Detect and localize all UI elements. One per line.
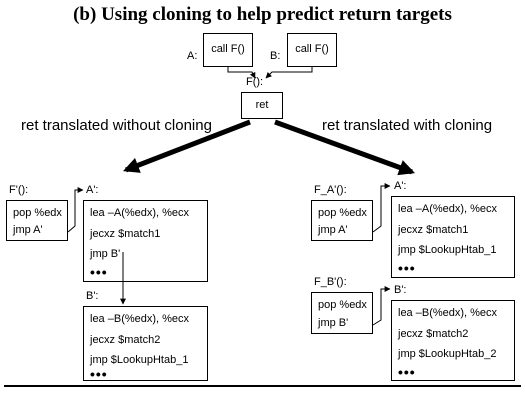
code-line: jmp $LookupHtab_1 xyxy=(90,354,189,366)
label-b-prime-right: B': xyxy=(394,284,407,296)
ellipsis: ••• xyxy=(398,260,416,276)
code-line: jecxz $match2 xyxy=(90,334,161,346)
call-text-b: call F() xyxy=(295,43,329,55)
footer-rule xyxy=(4,385,521,387)
label-f: F(): xyxy=(246,76,264,88)
call-text-a: call F() xyxy=(211,43,245,55)
b-prime-box-right: lea –B(%edx), %ecx jecxz $match2 jmp $Lo… xyxy=(391,300,515,381)
label-f-prime: F'(): xyxy=(9,184,29,196)
ret-text: ret xyxy=(255,99,269,111)
arrow-ret-to-right xyxy=(274,119,416,176)
b-prime-box-left: lea –B(%edx), %ecx jecxz $match2 jmp $Lo… xyxy=(83,306,208,381)
label-b-prime-left: B': xyxy=(86,290,99,302)
code-line: lea –A(%edx), %ecx xyxy=(398,203,498,215)
code-line: jmp B' xyxy=(90,248,121,260)
code-line: pop %edx xyxy=(318,299,367,311)
ellipsis: ••• xyxy=(398,364,416,380)
arrow-fa-to-a-prime xyxy=(372,183,391,233)
arrow-ret-to-left xyxy=(123,119,251,173)
label-b: B: xyxy=(270,50,281,62)
label-fa: F_A'(): xyxy=(314,184,347,196)
arrow-b-to-f xyxy=(265,67,313,79)
arrow-fb-to-b-prime xyxy=(372,286,391,326)
code-line: jmp B' xyxy=(318,317,349,329)
heading-with-cloning: ret translated with cloning xyxy=(322,117,493,134)
label-a-prime-left: A': xyxy=(86,184,99,196)
code-line: jecxz $match1 xyxy=(398,224,469,236)
fb-box: pop %edx jmp B' xyxy=(311,292,373,334)
f-prime-box: pop %edx jmp A' xyxy=(6,200,68,241)
a-prime-box-right: lea –A(%edx), %ecx jecxz $match1 jmp $Lo… xyxy=(391,196,515,278)
code-line: jecxz $match1 xyxy=(90,228,161,240)
arrow-a-to-f xyxy=(227,67,256,79)
a-prime-box-left: lea –A(%edx), %ecx jecxz $match1 jmp B' … xyxy=(83,200,208,282)
label-a: A: xyxy=(187,50,198,62)
call-box-a: call F() xyxy=(203,33,253,67)
code-line: pop %edx xyxy=(318,207,367,219)
code-line: jmp $LookupHtab_2 xyxy=(398,348,497,360)
code-line: jmp A' xyxy=(318,224,348,236)
code-line: lea –A(%edx), %ecx xyxy=(90,207,190,219)
arrow-f-prime-to-a-prime xyxy=(67,187,84,233)
call-box-b: call F() xyxy=(287,33,337,67)
ellipsis: ••• xyxy=(90,366,108,382)
heading-without-cloning: ret translated without cloning xyxy=(21,117,212,134)
code-line: lea –B(%edx), %ecx xyxy=(90,313,190,325)
figure-title: (b) Using cloning to help predict return… xyxy=(73,4,452,25)
code-line: lea –B(%edx), %ecx xyxy=(398,307,498,319)
ret-box: ret xyxy=(241,92,283,119)
code-line: jmp A' xyxy=(13,224,43,236)
code-line: jecxz $match2 xyxy=(398,328,469,340)
fa-box: pop %edx jmp A' xyxy=(311,200,373,241)
code-line: pop %edx xyxy=(13,207,62,219)
label-a-prime-right: A': xyxy=(394,180,407,192)
label-fb: F_B'(): xyxy=(314,276,347,288)
ellipsis: ••• xyxy=(90,264,108,280)
code-line: jmp $LookupHtab_1 xyxy=(398,244,497,256)
